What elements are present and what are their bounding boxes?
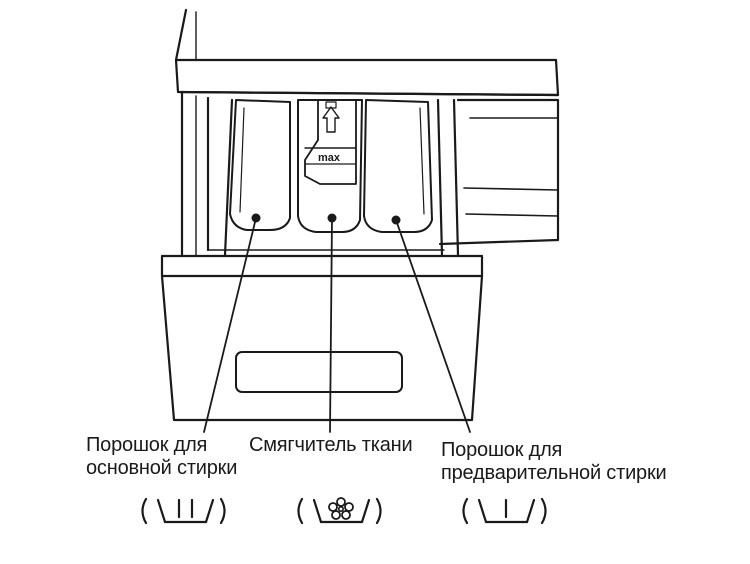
label-softener-line-1: Смягчитель ткани: [249, 434, 413, 456]
label-main-wash-line-1: Порошок для: [86, 434, 208, 456]
machine-top-panel: [174, 8, 560, 97]
compartment-prewash: [363, 99, 433, 233]
siphon-arrow-icon: [322, 106, 340, 133]
compartment-softener: [297, 99, 363, 233]
label-main-wash: Порошок для основной стирки: [86, 434, 237, 480]
label-softener: Смягчитель ткани: [249, 434, 413, 457]
drawer-front: [160, 254, 484, 422]
label-prewash: Порошок для предварительной стирки: [441, 439, 667, 485]
wash-one-bar-icon: [462, 497, 547, 525]
symbol-row: [141, 497, 547, 525]
label-prewash-line-1: Порошок для: [441, 439, 563, 461]
machine-side-panel: [180, 90, 197, 257]
wash-two-bars-icon: [141, 497, 226, 525]
leader-dots: [251, 213, 401, 225]
compartment-main-wash: [229, 99, 291, 231]
flower-icon: [297, 497, 382, 525]
drawer-handle: [235, 351, 403, 393]
softener-insert: [304, 99, 357, 185]
label-prewash-line-2: предварительной стирки: [441, 462, 667, 484]
label-main-wash-line-2: основной стирки: [86, 457, 238, 479]
right-housing: [438, 98, 560, 246]
max-level-label: max: [318, 152, 341, 164]
leader-lines: [203, 217, 471, 433]
